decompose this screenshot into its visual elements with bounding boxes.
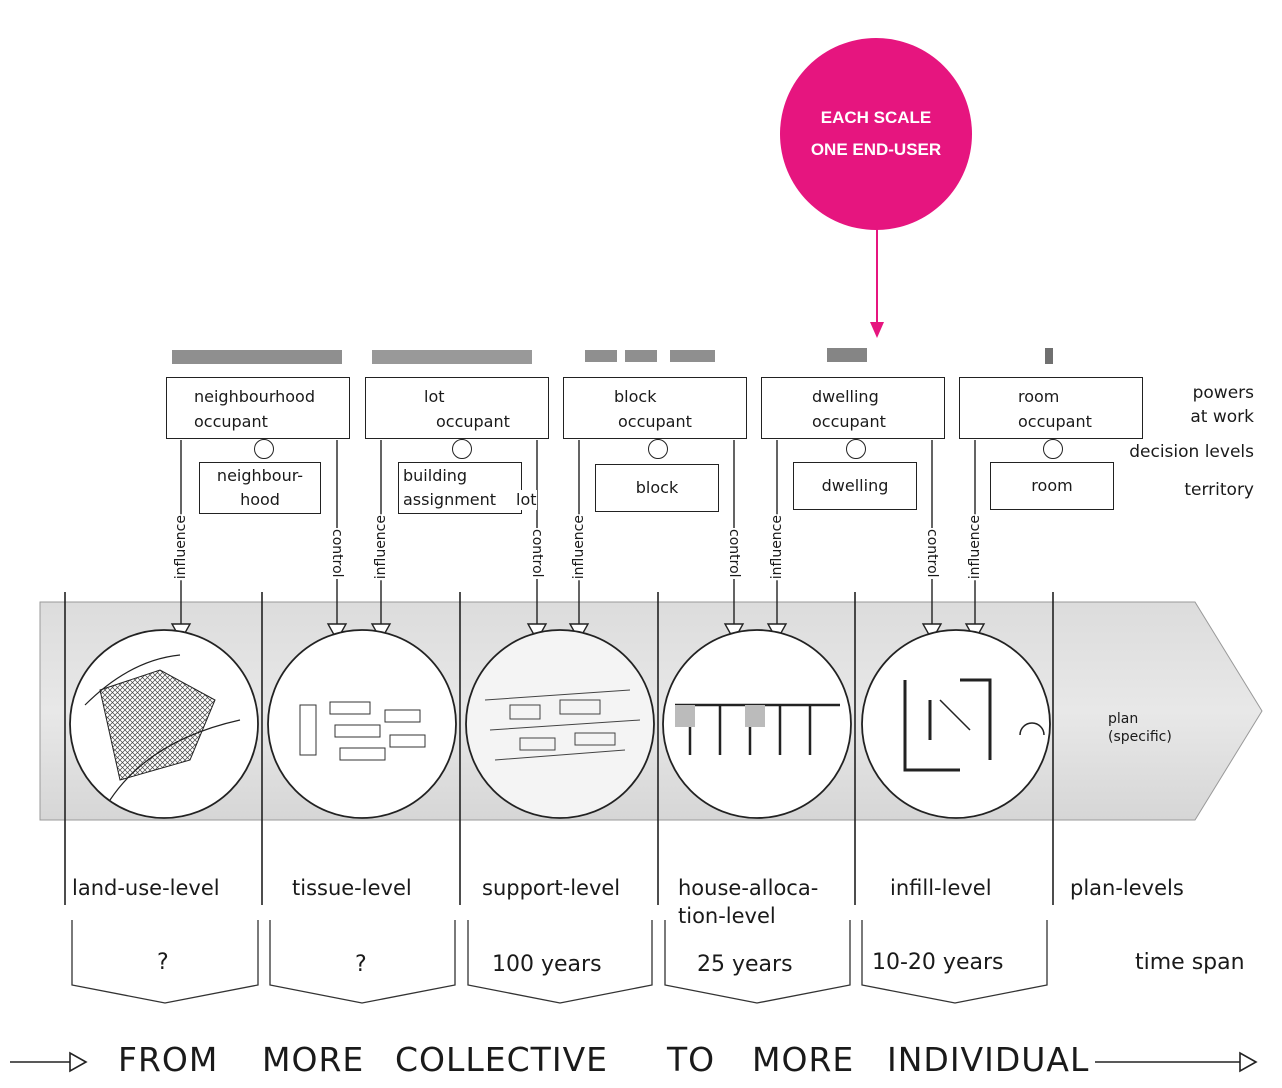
level-house-line1: house-alloca- xyxy=(678,876,819,900)
actor-box-neighbourhood: neighbourhood occupant xyxy=(166,377,350,439)
time-span-house-allocation: 25 years xyxy=(697,952,793,977)
actor-label-line1: room xyxy=(1018,387,1060,406)
time-span-brackets xyxy=(71,920,1048,1004)
actor-label-line2: occupant xyxy=(1018,412,1092,431)
level-house-allocation: house-alloca- tion-level xyxy=(678,874,818,930)
actor-label-line1: block xyxy=(614,387,657,406)
actor-label-line2: occupant xyxy=(812,412,886,431)
caption-from: FROM xyxy=(118,1040,219,1079)
callout-line-1: EACH SCALE xyxy=(820,108,932,127)
time-span-label: time span xyxy=(1135,950,1245,975)
level-plan: plan-levels xyxy=(1070,876,1184,900)
plan-label-line1: plan xyxy=(1108,711,1139,727)
control-label: control xyxy=(329,528,345,579)
territory-line1: building xyxy=(403,466,468,485)
territory-line1: neighbour- xyxy=(216,466,304,485)
influence-label: influence xyxy=(173,514,189,581)
time-span-support: 100 years xyxy=(492,952,602,977)
level-tissue: tissue-level xyxy=(292,876,412,900)
territory-neighbourhood: neighbour- hood xyxy=(199,462,321,514)
territory-line2: assignment xyxy=(403,490,497,509)
territory-block: block xyxy=(595,464,719,512)
decision-knob xyxy=(846,439,866,459)
time-span-land-use: ? xyxy=(157,950,169,975)
caption-collective: COLLECTIVE xyxy=(395,1040,608,1079)
time-span-tissue: ? xyxy=(355,952,367,977)
label-decision-levels: decision levels xyxy=(1129,442,1254,462)
control-label: control xyxy=(924,528,940,579)
territory-line1: dwelling xyxy=(821,476,889,495)
territory-room: room xyxy=(990,462,1114,510)
circle-infill xyxy=(861,629,1051,819)
user-figures xyxy=(172,348,1053,364)
decision-knob xyxy=(254,439,274,459)
influence-label: influence xyxy=(967,514,983,581)
actor-box-dwelling: dwelling occupant xyxy=(761,377,945,439)
control-label: control xyxy=(726,528,742,579)
caption-individual: INDIVIDUAL xyxy=(887,1040,1090,1079)
influence-label: influence xyxy=(769,514,785,581)
label-powers-at-work: powers at work xyxy=(1190,383,1254,427)
actor-label-line1: lot xyxy=(424,387,445,406)
territory-line1: room xyxy=(1031,476,1073,495)
actor-label-line1: neighbourhood xyxy=(194,387,315,406)
level-support: support-level xyxy=(482,876,621,900)
callout-arrowhead xyxy=(870,322,884,338)
influence-label: influence xyxy=(373,514,389,581)
actor-label-line2: occupant xyxy=(194,412,268,431)
bottom-arrows xyxy=(10,1051,1258,1073)
caption-more-2: MORE xyxy=(752,1040,855,1079)
caption-more-1: MORE xyxy=(262,1040,365,1079)
plan-label-line2: (specific) xyxy=(1108,729,1172,745)
actor-box-room: room occupant xyxy=(959,377,1143,439)
territory-line1: block xyxy=(635,478,679,497)
territory-dwelling: dwelling xyxy=(793,462,917,510)
decision-knob xyxy=(452,439,472,459)
level-circles xyxy=(69,629,1051,819)
caption-to: TO xyxy=(667,1040,716,1079)
level-house-line2: tion-level xyxy=(678,904,776,928)
level-dividers xyxy=(64,592,1054,905)
actor-box-lot: lot occupant xyxy=(365,377,549,439)
circle-support xyxy=(465,629,655,819)
territory-line2: hood xyxy=(240,490,280,509)
actor-label-line1: dwelling xyxy=(812,387,879,406)
actor-label-line2: occupant xyxy=(618,412,692,431)
territory-building-assignment: building assignment xyxy=(398,462,522,514)
time-span-infill: 10-20 years xyxy=(872,950,1004,975)
callout-line-2: ONE END-USER xyxy=(810,140,942,159)
level-land-use: land-use-level xyxy=(72,876,220,900)
actor-box-block: block occupant xyxy=(563,377,747,439)
decision-knob xyxy=(648,439,668,459)
influence-label: influence xyxy=(571,514,587,581)
decision-knob xyxy=(1043,439,1063,459)
callout-bubble: EACH SCALE ONE END-USER xyxy=(780,38,972,230)
control-label: control xyxy=(529,528,545,579)
territory-lot-label: lot xyxy=(516,490,537,510)
label-territory: territory xyxy=(1184,480,1254,500)
map-hatched-areas xyxy=(99,669,216,781)
circle-tissue xyxy=(267,629,457,819)
level-infill: infill-level xyxy=(890,876,992,900)
plan-specific-label: plan (specific) xyxy=(1108,710,1172,746)
actor-label-line2: occupant xyxy=(436,412,510,431)
